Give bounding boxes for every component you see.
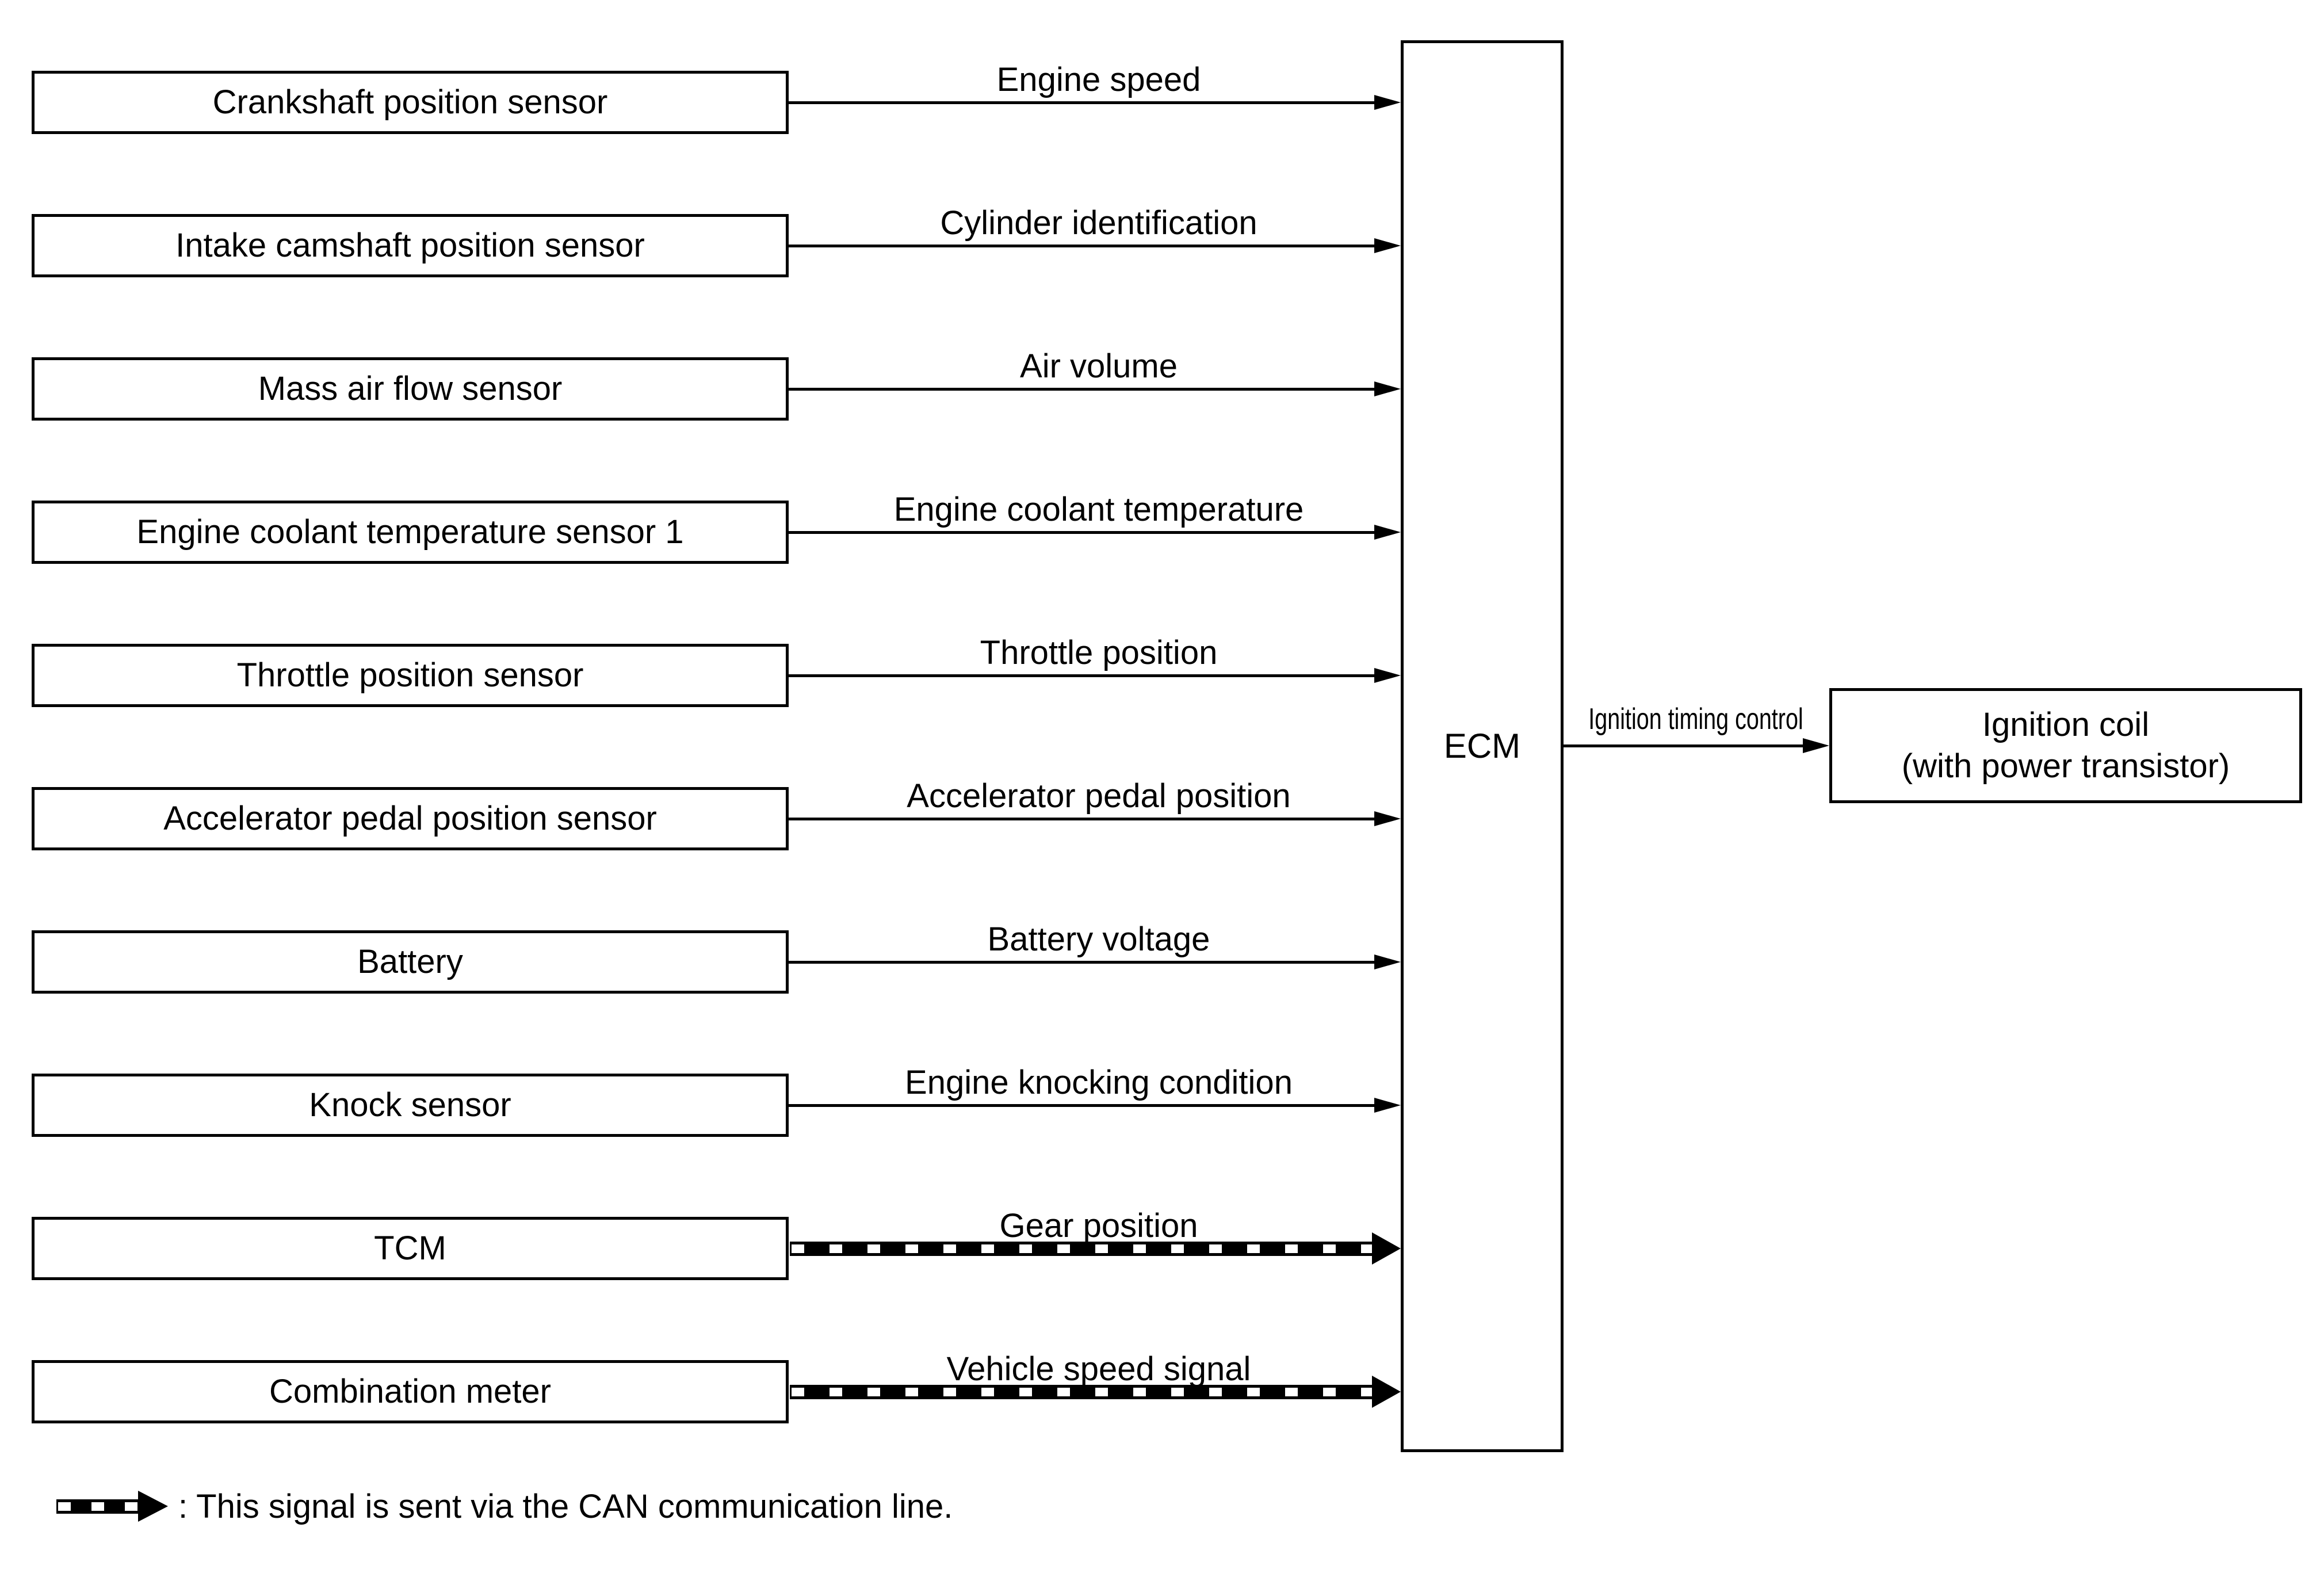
signal-arrow [789, 531, 1375, 534]
source-box-label: Battery [357, 943, 463, 980]
legend-text: : This signal is sent via the CAN commun… [178, 1488, 953, 1525]
ignition-coil-line1: Ignition coil [1982, 706, 2150, 743]
source-box: Intake camshaft position sensor [32, 214, 789, 277]
signal-arrow [789, 961, 1375, 964]
source-box: Knock sensor [32, 1074, 789, 1137]
source-box: Combination meter [32, 1360, 789, 1423]
arrowhead-icon [1374, 525, 1401, 540]
can-arrowhead-icon [1372, 1232, 1401, 1265]
source-box: Throttle position sensor [32, 644, 789, 707]
source-box-label: Throttle position sensor [236, 656, 584, 694]
signal-label: Accelerator pedal position [907, 777, 1291, 815]
can-signal-arrow [790, 1385, 1373, 1399]
source-box: Mass air flow sensor [32, 357, 789, 421]
source-box: Accelerator pedal position sensor [32, 787, 789, 850]
signal-label: Cylinder identification [940, 204, 1257, 242]
arrowhead-icon [1374, 238, 1401, 253]
arrowhead-icon [1374, 95, 1401, 110]
signal-label: Battery voltage [987, 921, 1210, 958]
ignition-timing-arrow [1564, 744, 1804, 747]
can-arrowhead-icon [1372, 1376, 1401, 1408]
source-box: Battery [32, 930, 789, 994]
source-box-label: Combination meter [269, 1373, 551, 1410]
ecm-box: ECM [1401, 40, 1564, 1452]
source-box-label: Knock sensor [309, 1086, 511, 1124]
source-box-label: Accelerator pedal position sensor [163, 800, 657, 837]
can-signal-arrow [790, 1242, 1373, 1256]
signal-arrow [789, 388, 1375, 391]
arrowhead-icon [1803, 738, 1829, 753]
source-box-label: Mass air flow sensor [258, 370, 563, 407]
ignition-coil-line2: (with power transistor) [1901, 747, 2230, 785]
signal-label: Vehicle speed signal [946, 1350, 1251, 1388]
signal-label: Engine coolant temperature [893, 491, 1304, 528]
source-box: TCM [32, 1217, 789, 1280]
arrowhead-icon [1374, 668, 1401, 683]
signal-label: Throttle position [980, 634, 1218, 671]
source-box-label: Intake camshaft position sensor [175, 227, 645, 264]
signal-label: Air volume [1020, 348, 1178, 385]
can-arrowhead-icon [138, 1491, 168, 1522]
source-box-label: Crankshaft position sensor [212, 83, 608, 121]
can-arrow-icon [56, 1499, 138, 1514]
arrowhead-icon [1374, 1098, 1401, 1113]
source-box-label: Engine coolant temperature sensor 1 [136, 513, 684, 551]
signal-label: Engine knocking condition [905, 1064, 1293, 1101]
arrowhead-icon [1374, 381, 1401, 396]
source-box-label: TCM [374, 1229, 446, 1267]
arrowhead-icon [1374, 811, 1401, 826]
signal-label: Gear position [999, 1207, 1198, 1244]
ignition-timing-label: Ignition timing control [1588, 702, 1803, 736]
signal-arrow [789, 674, 1375, 677]
source-box: Crankshaft position sensor [32, 71, 789, 134]
signal-arrow [789, 245, 1375, 247]
ignition-coil-box: Ignition coil (with power transistor) [1829, 688, 2302, 803]
signal-arrow [789, 101, 1375, 104]
signal-arrow [789, 818, 1375, 820]
signal-arrow [789, 1104, 1375, 1107]
arrowhead-icon [1374, 954, 1401, 969]
signal-label: Engine speed [996, 61, 1201, 98]
ecm-label: ECM [1443, 727, 1521, 765]
source-box: Engine coolant temperature sensor 1 [32, 501, 789, 564]
